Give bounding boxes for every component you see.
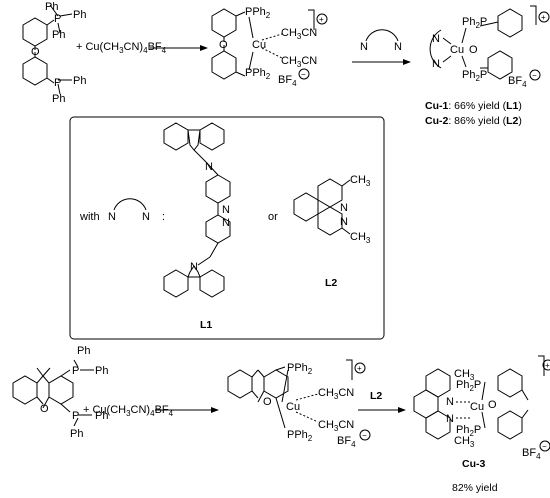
l2-structure <box>293 178 351 236</box>
cu-label: Cu <box>286 401 300 413</box>
methyl-label: CH3 <box>350 174 371 188</box>
ph2p-label: Ph2P <box>462 16 487 30</box>
plus-charge-icon <box>316 13 328 25</box>
ph2p-label: Ph2P <box>456 379 481 393</box>
pph2-label: PPh2 <box>245 67 271 81</box>
n-label: N <box>432 58 440 70</box>
cu-label: Cu <box>252 39 266 51</box>
tetrafluoroborate-label: BF4 <box>522 447 541 461</box>
charge-plus: + <box>545 361 550 370</box>
acetonitrile-label: CH3CN <box>318 419 354 433</box>
minus-charge-icon <box>529 69 541 81</box>
p-label: P <box>54 13 61 25</box>
diimine-arc <box>113 198 147 211</box>
cu1-yield: Cu-1: 66% yield (L1) <box>425 100 522 112</box>
acetonitrile-label: CH3CN <box>281 27 317 41</box>
dpephos-structure <box>22 4 73 95</box>
pph2-label: PPh2 <box>287 362 313 376</box>
colon-label: : <box>162 211 165 223</box>
charge-plus: + <box>541 13 546 22</box>
acetonitrile-label: CH3CN <box>281 55 317 69</box>
ph-label: Ph <box>52 29 65 41</box>
plus-charge-icon <box>354 362 366 374</box>
tetrafluoroborate-label: BF4 <box>278 74 297 88</box>
o-label: O <box>469 44 478 56</box>
diimine-arc <box>365 29 399 42</box>
n-label: N <box>446 396 454 408</box>
p-label: P <box>72 365 79 377</box>
cu3-label: Cu-3 <box>462 458 485 470</box>
or-label: or <box>268 211 278 223</box>
methyl-label: CH3 <box>454 435 475 449</box>
l1-label: L1 <box>200 319 212 331</box>
ph-label: Ph <box>95 365 108 377</box>
cu3-product <box>413 355 545 440</box>
ligand-box <box>69 116 385 340</box>
minus-charge-icon <box>359 429 371 441</box>
cu-label: Cu <box>470 401 484 413</box>
methyl-label: CH3 <box>454 368 475 382</box>
heteroleptic-cu-product <box>429 5 537 80</box>
n-label: N <box>222 204 230 216</box>
ph2p-label: Ph2P <box>456 424 481 438</box>
charge-minus: − <box>301 70 306 79</box>
ph-label: Ph <box>73 75 86 87</box>
pph2-label: PPh2 <box>287 429 313 443</box>
ph-label: Ph <box>95 410 108 422</box>
n-label: N <box>340 202 348 214</box>
xantphos-structure <box>12 359 94 427</box>
o-label: O <box>40 403 49 415</box>
l2-arrow-label: L2 <box>370 390 382 402</box>
n-label: N <box>108 211 116 223</box>
charge-minus: − <box>542 442 547 451</box>
ph-label: Ph <box>45 1 58 13</box>
minus-charge-icon <box>298 68 310 80</box>
n-label: N <box>205 161 213 173</box>
l2-label: L2 <box>325 277 337 289</box>
l1-structure <box>163 122 231 298</box>
minus-charge-icon <box>539 440 550 452</box>
p-label: P <box>72 410 79 422</box>
o-label: O <box>488 399 497 411</box>
with-label: with <box>79 211 100 223</box>
acetonitrile-label: CH3CN <box>318 387 354 401</box>
cu-label: Cu <box>450 44 464 56</box>
xantphos-cu-complex <box>227 359 353 429</box>
n-label: N <box>360 41 368 53</box>
charge-plus: + <box>357 364 362 373</box>
p-label: P <box>54 77 61 89</box>
n-label: N <box>394 41 402 53</box>
n-label: N <box>446 413 454 425</box>
cu2-yield: Cu-2: 86% yield (L2) <box>425 115 522 127</box>
reagent-copper-salt: + Cu(CH3CN)4BF4 <box>76 41 167 55</box>
dpephos-cu-complex <box>211 8 315 80</box>
tetrafluoroborate-label: BF4 <box>337 435 356 449</box>
ph-label: Ph <box>70 428 83 440</box>
charge-plus: + <box>319 15 324 24</box>
o-label: O <box>219 39 228 51</box>
charge-minus: − <box>362 431 367 440</box>
charge-minus: − <box>532 71 537 80</box>
n-label: N <box>142 211 150 223</box>
ph-label: Ph <box>73 9 86 21</box>
ph2p-label: Ph2P <box>462 69 487 83</box>
n-label: N <box>340 216 348 228</box>
plus-charge-icon <box>538 11 550 23</box>
ph-label: Ph <box>77 345 90 357</box>
o-label: O <box>263 396 272 408</box>
n-label: N <box>190 261 198 273</box>
pph2-label: PPh2 <box>245 6 271 20</box>
n-label: N <box>222 217 230 229</box>
tetrafluoroborate-label: BF4 <box>508 75 527 89</box>
cu3-yield: 82% yield <box>452 482 498 494</box>
ph-label: Ph <box>52 93 65 105</box>
plus-charge-icon <box>542 359 550 371</box>
o-label: O <box>31 46 40 58</box>
reagent-copper-salt: + Cu(CH3CN)4BF4 <box>83 404 174 418</box>
methyl-label: CH3 <box>350 231 371 245</box>
n-label: N <box>432 33 440 45</box>
